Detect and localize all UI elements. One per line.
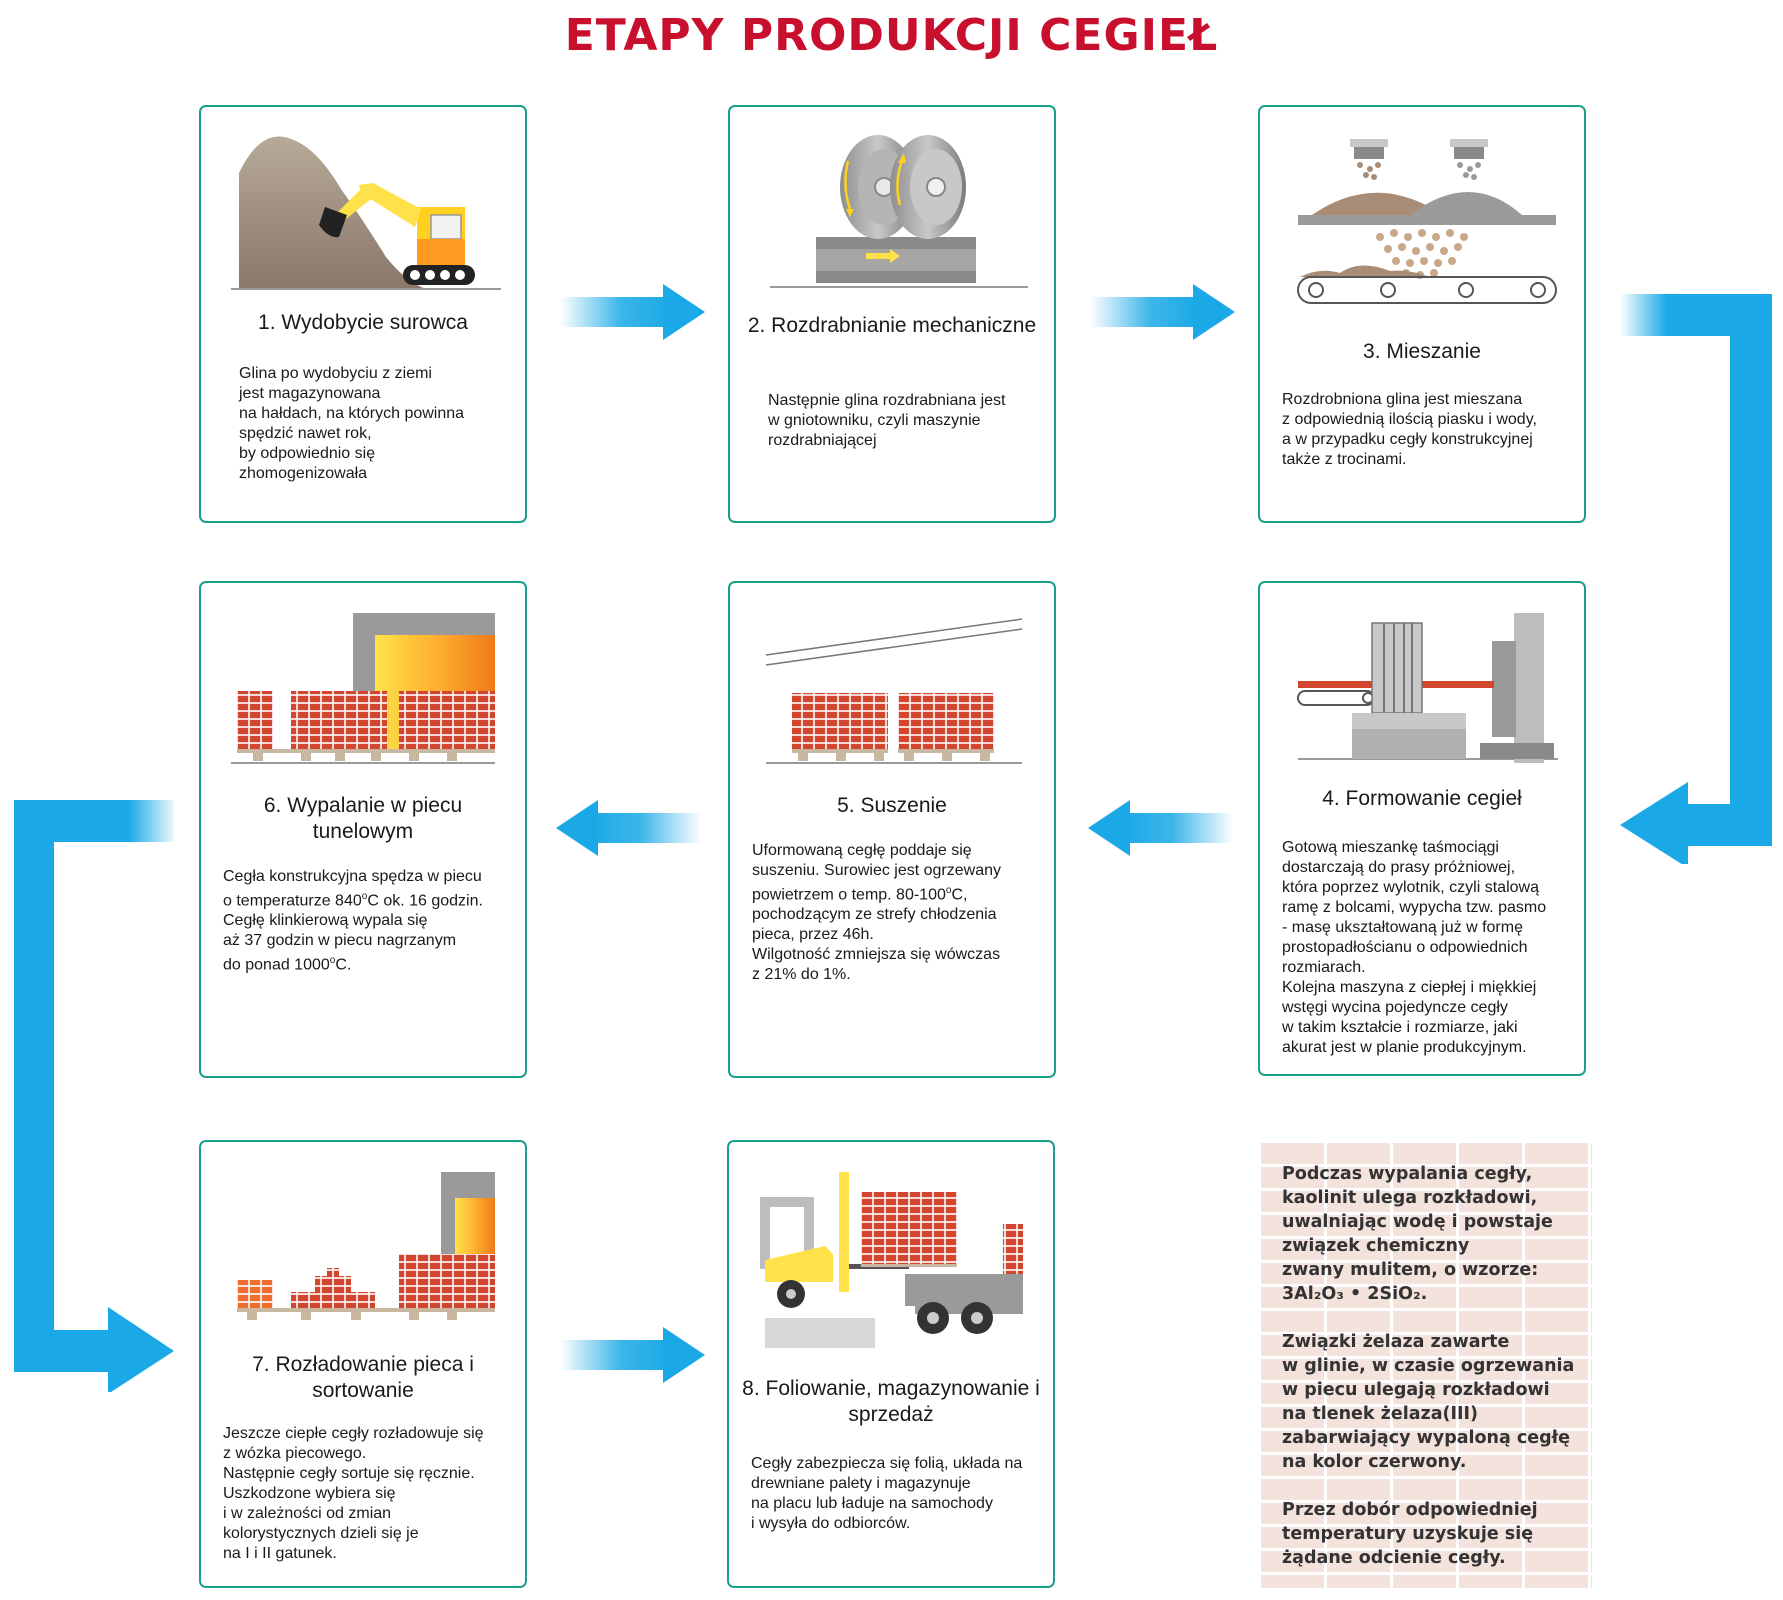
step-description: Uformowaną cegłę poddaje się suszeniu. S… (752, 842, 1002, 984)
info-paragraph-iron: Związki żelaza zawarte w glinie, w czasi… (1282, 1332, 1575, 1472)
step-description: Glina po wydobyciu z ziemi jest magazyno… (239, 365, 465, 482)
info-text: Podczas wypalania cegły, kaolinit ulega … (1282, 1162, 1582, 1594)
step-card-3: 3. Mieszanie Rozdrobniona glina jest mie… (1258, 105, 1586, 523)
crusher-illustration (770, 135, 1028, 288)
step-title: 2. Rozdrabnianie mechaniczne (747, 314, 1037, 337)
info-paragraph-temperature: Przez dobór odpowiedniej temperatury uzy… (1282, 1500, 1538, 1568)
arrow-right-icon (560, 284, 705, 340)
step-card-7: 7. Rozładowanie pieca i sortowanie Jeszc… (199, 1140, 527, 1588)
step-card-2: 2. Rozdrabnianie mechaniczne Następnie g… (728, 105, 1056, 523)
step-title: 1. Wydobycie surowca (258, 311, 468, 334)
arrow-down-left-connector-icon (1620, 294, 1772, 864)
step-description: Jeszcze ciepłe cegły rozładowuje się z w… (223, 1425, 484, 1562)
mixer-illustration (1297, 139, 1557, 304)
step-card-4: 4. Formowanie cegieł Gotową mieszankę ta… (1258, 581, 1586, 1076)
tunnel-kiln-illustration (231, 613, 495, 764)
step-card-6: 6. Wypalanie w piecu tunelowym Cegła kon… (199, 581, 527, 1078)
arrow-left-icon (1088, 800, 1233, 856)
info-box: Podczas wypalania cegły, kaolinit ulega … (1258, 1140, 1592, 1588)
arrow-left-icon (556, 800, 701, 856)
step-title: 4. Formowanie cegieł (1322, 787, 1522, 810)
info-paragraph-mullite: Podczas wypalania cegły, kaolinit ulega … (1282, 1164, 1553, 1304)
step-description: Cegła konstrukcyjna spędza w piecu o tem… (223, 868, 483, 974)
step-title: 7. Rozładowanie pieca i sortowanie (252, 1353, 474, 1402)
step-title: 5. Suszenie (837, 794, 947, 817)
step-description: Rozdrobniona glina jest mieszana z odpow… (1282, 391, 1537, 468)
arrow-down-right-connector-icon (14, 800, 174, 1392)
unloading-illustration (237, 1172, 495, 1320)
step-title: 3. Mieszanie (1363, 340, 1481, 363)
step-card-8: 8. Foliowanie, magazynowanie i sprzedaż … (727, 1140, 1055, 1588)
step-description: Następnie glina rozdrabniana jest w gnio… (768, 392, 1006, 449)
page-title: ETAPY PRODUKCJI CEGIEŁ (564, 10, 1219, 61)
arrow-right-icon (560, 1327, 705, 1383)
step-title: 6. Wypalanie w piecu tunelowym (263, 794, 463, 843)
step-card-5: 5. Suszenie Uformowaną cegłę poddaje się… (728, 581, 1056, 1078)
step-description: Gotową mieszankę taśmociągi dostarczają … (1282, 839, 1547, 1056)
step-card-1: 1. Wydobycie surowca Glina po wydobyciu … (199, 105, 527, 523)
forklift-truck-illustration (760, 1172, 1023, 1348)
excavator-illustration (231, 136, 501, 290)
arrow-right-icon (1090, 284, 1235, 340)
step-title: 8. Foliowanie, magazynowanie i sprzedaż (742, 1377, 1040, 1426)
press-illustration (1297, 613, 1558, 763)
drying-illustration (765, 618, 1023, 764)
step-description: Cegły zabezpiecza się folią, układa na d… (751, 1455, 1023, 1532)
